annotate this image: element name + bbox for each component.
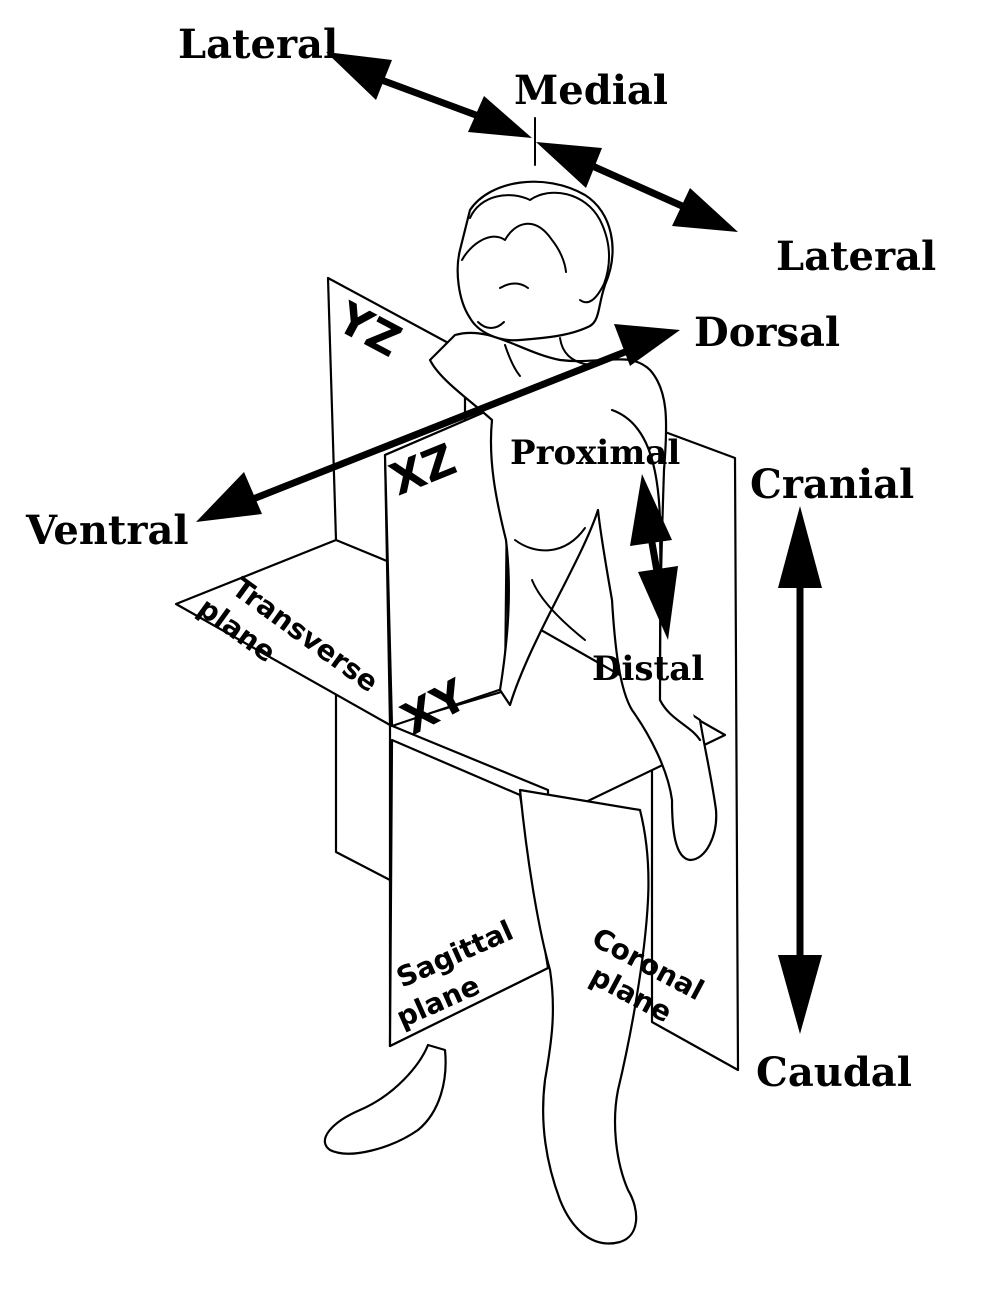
- caudal-arrowhead: [778, 955, 822, 1034]
- cranial-arrowhead: [778, 506, 822, 588]
- lateral-right-arrowhead: [672, 188, 738, 232]
- medial-right-arrowhead: [536, 142, 602, 188]
- label-ventral: Ventral: [25, 507, 189, 554]
- ventral-arrowhead: [196, 472, 262, 522]
- label-distal: Distal: [592, 649, 704, 689]
- label-caudal: Caudal: [756, 1049, 912, 1096]
- figure-left-leg: [325, 1045, 446, 1154]
- label-medial: Medial: [514, 67, 668, 114]
- label-proximal: Proximal: [510, 433, 680, 473]
- figure-legs: [520, 790, 648, 1244]
- label-lateral-left: Lateral: [178, 21, 338, 68]
- label-dorsal: Dorsal: [694, 309, 840, 356]
- label-lateral-right: Lateral: [776, 233, 936, 280]
- label-cranial: Cranial: [750, 461, 914, 508]
